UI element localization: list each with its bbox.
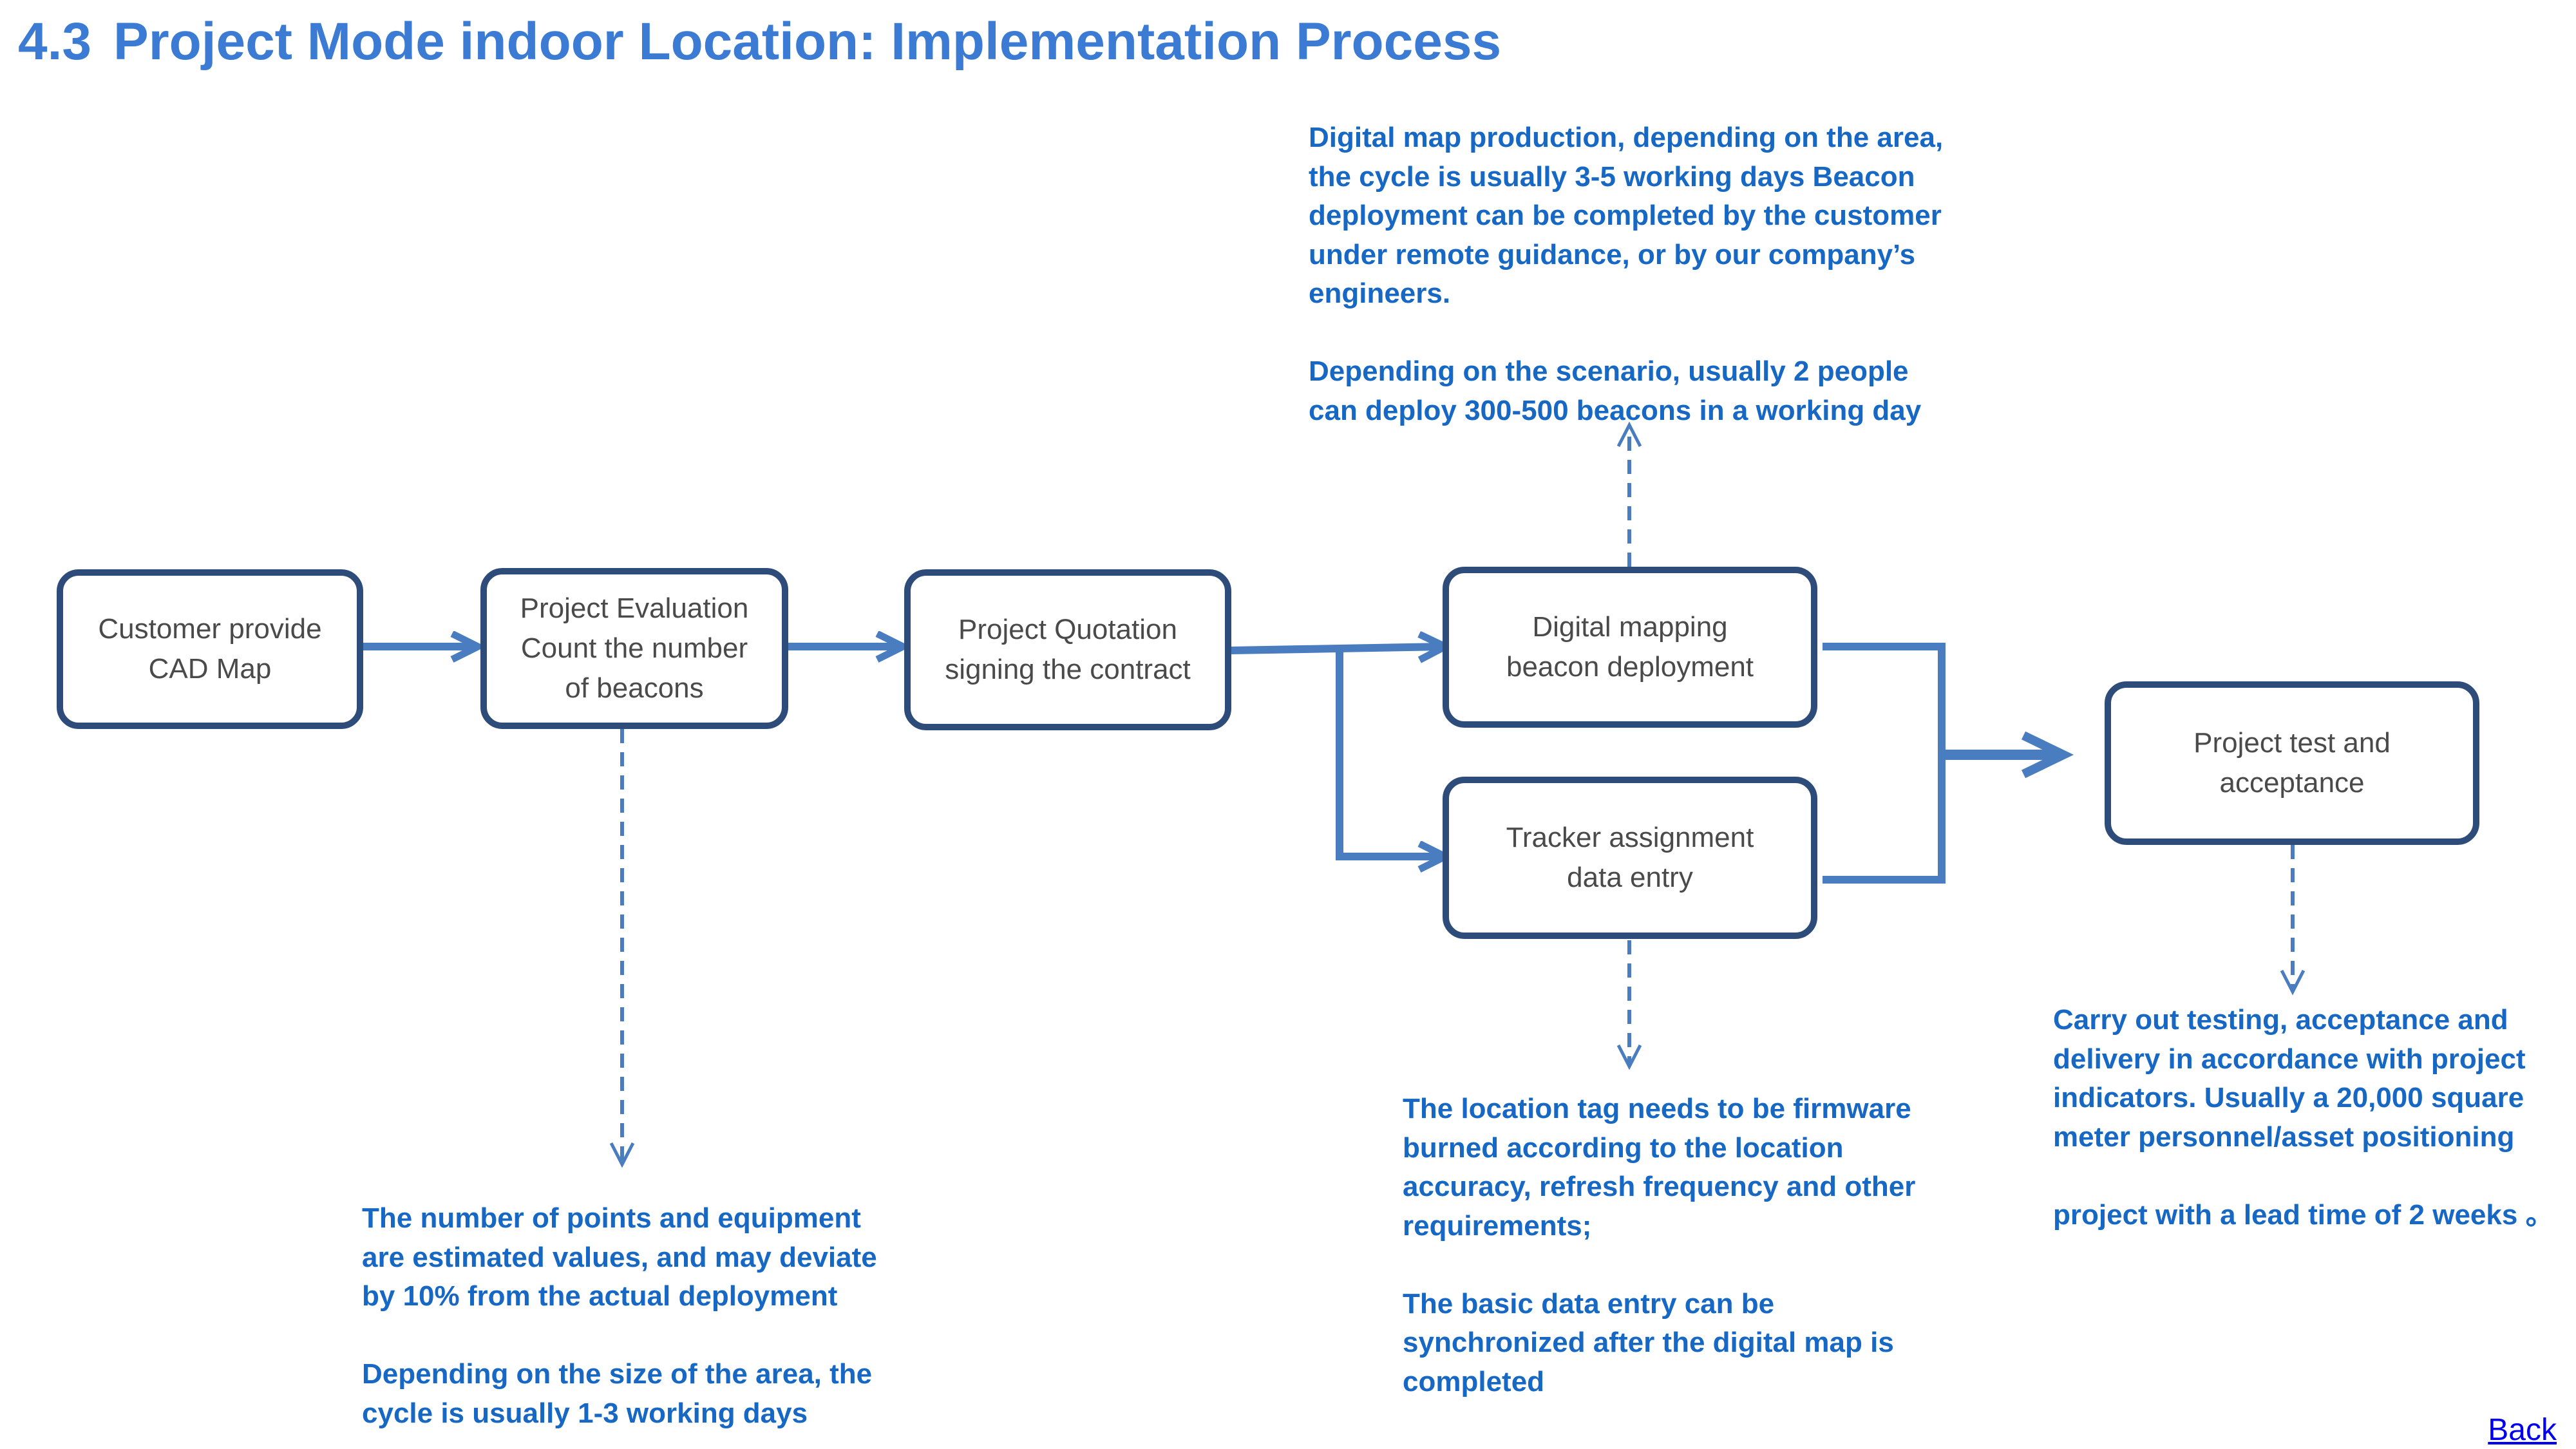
section-title: Project Mode indoor Location: Implementa… — [113, 12, 1502, 71]
note-mapping: Digital map production, depending on the… — [1309, 122, 1944, 426]
arrow-quotation-to-tracker — [1336, 650, 1445, 857]
step-digital-mapping: Digital mapping beacon deployment — [1443, 567, 1817, 728]
step-project-evaluation: Project Evaluation Count the number of b… — [480, 568, 788, 729]
solid-connectors — [362, 643, 2063, 884]
back-link[interactable]: Back — [2488, 1413, 2557, 1447]
step-label-line: Project test and — [2193, 727, 2391, 759]
step-label-line: signing the contract — [945, 654, 1191, 685]
note-test: Carry out testing, acceptance and delive… — [2053, 1004, 2554, 1231]
step-label-line: Digital mapping — [1532, 611, 1728, 643]
section-number: 4.3 — [18, 12, 91, 71]
page-title: 4.3 Project Mode indoor Location: Impleme… — [18, 12, 1501, 72]
note-evaluation: The number of points and equipment are e… — [362, 1202, 877, 1429]
step-project-quotation: Project Quotation signing the contract — [904, 569, 1231, 730]
merge-line-mapping — [1823, 643, 1946, 753]
note-tracker: The location tag needs to be firmware bu… — [1403, 1093, 1916, 1397]
arrow-quotation-to-mapping — [1231, 647, 1445, 650]
dashed-connectors — [609, 421, 2306, 1168]
step-tracker-assignment: Tracker assignment data entry — [1443, 777, 1817, 939]
step-label-line: Project Evaluation — [520, 592, 749, 624]
step-label-line: Project Quotation — [958, 614, 1177, 645]
step-label-line: data entry — [1567, 862, 1693, 893]
step-label-line: Tracker assignment — [1506, 822, 1754, 853]
step-project-test: Project test and acceptance — [2105, 681, 2479, 845]
step-label-line: Count the number — [520, 632, 748, 664]
step-customer-cad-map: Customer provide CAD Map — [57, 569, 363, 729]
merge-line-tracker — [1823, 753, 1946, 884]
step-label-line: of beacons — [565, 672, 704, 704]
step-label-line: CAD Map — [148, 653, 272, 685]
step-label-line: beacon deployment — [1506, 651, 1754, 683]
step-label-line: acceptance — [2219, 767, 2365, 799]
step-label-line: Customer provide — [98, 613, 322, 645]
